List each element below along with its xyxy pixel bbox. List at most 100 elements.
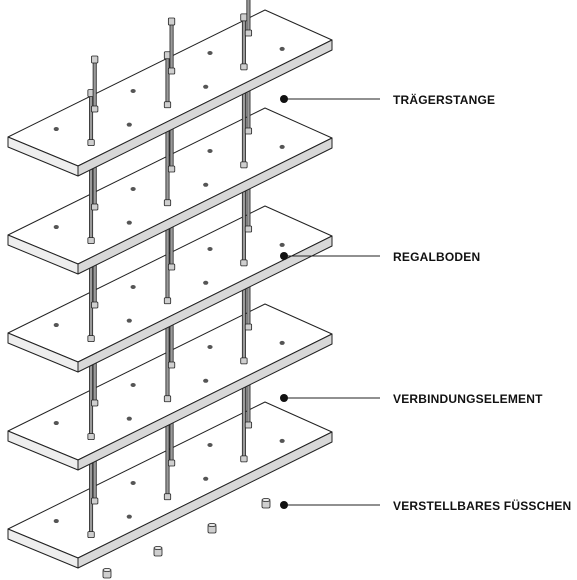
adjustable-foot [207, 523, 217, 534]
rod-bottom-cap [244, 225, 253, 233]
callout-label-regalboden: REGALBODEN [393, 250, 480, 264]
mounting-hole [207, 50, 213, 55]
foot-top [207, 523, 217, 528]
rod-bottom-cap [244, 29, 253, 37]
foot-top [261, 497, 271, 502]
rod-bottom-cap [87, 433, 95, 441]
mounting-hole [130, 481, 136, 486]
mounting-hole [207, 246, 213, 251]
mounting-hole [279, 46, 285, 51]
adjustable-foot [261, 497, 271, 509]
board-left-edge [7, 528, 79, 569]
shelf-board [7, 205, 333, 373]
board-left-edge [7, 136, 79, 177]
rod-bottom-cap [91, 497, 99, 505]
mounting-hole [126, 514, 132, 519]
callout-dot [280, 394, 288, 402]
callout-dot [280, 501, 288, 509]
rod-bottom-cap [240, 357, 248, 365]
mounting-hole [126, 220, 132, 225]
rod-bottom-cap [244, 323, 253, 331]
shelf-board [7, 401, 333, 569]
connector-rod [167, 17, 176, 75]
rod-bottom-cap [240, 455, 248, 463]
rod-shaft [241, 19, 246, 67]
mounting-hole [279, 438, 285, 443]
callout-label-verbindungselement: VERBINDUNGSELEMENT [393, 392, 543, 406]
rod-bottom-cap [91, 399, 99, 407]
connector-rod [91, 55, 99, 113]
mounting-hole [207, 442, 213, 447]
mounting-hole [279, 144, 285, 149]
callout-label-verstellbares-fuesschen: VERSTELLBARES FÜSSCHEN [393, 498, 571, 513]
shelf-board [7, 303, 333, 471]
rod-shaft [92, 61, 97, 109]
rod-bottom-cap [87, 335, 95, 343]
mounting-hole [53, 127, 59, 132]
callout-traegerstange: TRÄGERSTANGE [280, 92, 495, 107]
shelf-board [7, 9, 333, 177]
mounting-hole [130, 89, 136, 94]
mounting-hole [203, 378, 209, 383]
rod-bottom-cap [163, 199, 172, 207]
rod-bottom-cap [240, 161, 248, 169]
connector-rod [244, 0, 253, 37]
mounting-hole [203, 476, 209, 481]
rod-bottom-cap [240, 259, 248, 267]
board-left-edge [7, 430, 79, 471]
rod-top-nut [167, 17, 176, 26]
board-left-edge [7, 234, 79, 275]
callout-verstellbares-fuesschen: VERSTELLBARES FÜSSCHEN [280, 498, 571, 513]
mounting-hole [279, 340, 285, 345]
rod-bottom-cap [240, 63, 248, 71]
shelf-board [7, 107, 333, 275]
board-left-edge [7, 332, 79, 373]
rod-bottom-cap [91, 105, 99, 113]
rod-bottom-cap [244, 421, 253, 429]
rod-bottom-cap [163, 395, 172, 403]
mounting-hole [130, 187, 136, 192]
mounting-hole [203, 280, 209, 285]
rod-bottom-cap [167, 361, 176, 369]
callout-dot [280, 252, 288, 260]
callout-label-traegerstange: TRÄGERSTANGE [393, 92, 495, 107]
callout-verbindungselement: VERBINDUNGSELEMENT [280, 392, 543, 406]
rod-shaft [246, 0, 251, 33]
rod-shaft [89, 95, 94, 142]
rod-bottom-cap [87, 139, 95, 147]
rod-bottom-cap [167, 459, 176, 467]
shelf-assembly-drawing [7, 0, 333, 579]
mounting-hole [53, 519, 59, 524]
callout-dot [280, 95, 288, 103]
rod-bottom-cap [87, 237, 95, 245]
mounting-hole [126, 122, 132, 127]
foot-top [153, 546, 163, 551]
connector-rod [163, 51, 172, 109]
rod-bottom-cap [244, 127, 253, 135]
rod-bottom-cap [163, 493, 172, 501]
mounting-hole [207, 344, 213, 349]
mounting-hole [126, 416, 132, 421]
rod-bottom-cap [167, 263, 176, 271]
adjustable-foot [102, 568, 112, 579]
rod-bottom-cap [87, 531, 95, 538]
rod-bottom-cap [163, 101, 172, 109]
mounting-hole [279, 242, 285, 247]
mounting-hole [53, 421, 59, 426]
mounting-hole [203, 182, 209, 187]
mounting-hole [207, 148, 213, 153]
foot-top [102, 568, 112, 573]
mounting-hole [130, 383, 136, 388]
mounting-hole [203, 84, 209, 89]
rod-bottom-cap [91, 301, 99, 309]
rod-top-nut [91, 55, 99, 64]
rod-shaft [165, 57, 170, 105]
rod-shaft [169, 23, 174, 71]
mounting-hole [53, 225, 59, 230]
rod-bottom-cap [163, 297, 172, 305]
rod-bottom-cap [167, 67, 176, 75]
adjustable-foot [153, 546, 163, 557]
rod-bottom-cap [91, 203, 99, 211]
rod-top-nut [240, 13, 248, 22]
